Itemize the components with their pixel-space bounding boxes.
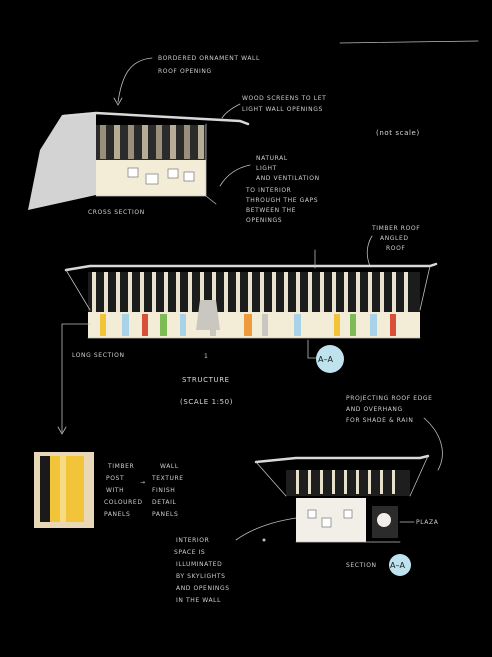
svg-text:NATURAL: NATURAL (256, 155, 288, 162)
long-section-roof (64, 262, 438, 272)
screens-note-line-1: WOOD SCREENS TO LET (242, 95, 326, 102)
svg-text:IN THE WALL: IN THE WALL (176, 597, 221, 604)
svg-text:OPENINGS: OPENINGS (246, 217, 282, 224)
svg-text:SPACE IS: SPACE IS (174, 549, 205, 556)
svg-text:WITH: WITH (106, 487, 124, 494)
svg-text:DETAIL: DETAIL (152, 499, 176, 506)
interior-leader (235, 517, 297, 541)
svg-text:TEXTURE: TEXTURE (151, 475, 184, 482)
cross-section-shadow (28, 112, 96, 210)
svg-text:AND VENTILATION: AND VENTILATION (256, 175, 320, 182)
bottom-section-label: SECTION (346, 562, 377, 569)
cross-section-outline (95, 123, 217, 205)
svg-text:COLOURED: COLOURED (104, 499, 143, 506)
interior-notes: INTERIOR SPACE IS ILLUMINATED BY SKYLIGH… (174, 537, 230, 604)
svg-text:ILLUMINATED: ILLUMINATED (176, 561, 222, 568)
svg-text:BETWEEN THE: BETWEEN THE (246, 207, 296, 214)
overhang-note-line-2: AND OVERHANG (346, 406, 403, 413)
section-marker-b-circle-icon (389, 554, 411, 576)
overhang-note-line-1: PROJECTING ROOF EDGE (346, 395, 433, 402)
section-marker-label: A–A (318, 355, 333, 364)
cross-section-label: CROSS SECTION (88, 209, 145, 216)
bottom-section-outline (255, 455, 429, 543)
ventilation-leader (219, 164, 251, 187)
scale-bracket-note: (not scale) (376, 129, 420, 137)
roof-note-line-2: ANGLED (380, 235, 409, 242)
plaza-note: PLAZA (416, 519, 439, 526)
long-section-screens (92, 272, 408, 312)
svg-text:LIGHT: LIGHT (256, 165, 277, 172)
long-section-drawing: LONG SECTION (64, 249, 438, 359)
long-section-panels (100, 314, 396, 336)
detail-notes-right: WALL TEXTURE FINISH DETAIL PANELS (151, 463, 184, 518)
ornament-note-line-1: BORDERED ORNAMENT WALL (158, 55, 260, 62)
svg-text:TIMBER: TIMBER (107, 463, 134, 470)
svg-text:FINISH: FINISH (152, 487, 175, 494)
section-marker-circle-icon (316, 345, 344, 373)
overhang-note-line-3: FOR SHADE & RAIN (346, 417, 413, 424)
scale-note: (SCALE 1:50) (180, 398, 233, 406)
overhang-leader (423, 417, 443, 471)
cross-section-screens (100, 125, 204, 159)
cross-section-roof (62, 111, 250, 126)
svg-text:INTERIOR: INTERIOR (176, 537, 209, 544)
bottom-section-roof (254, 454, 430, 464)
bottom-section-screens (296, 470, 395, 494)
roof-note-line-1: TIMBER ROOF (371, 225, 420, 232)
svg-text:THROUGH THE GAPS: THROUGH THE GAPS (245, 197, 318, 204)
cross-section-frames (127, 167, 195, 185)
detail-leader (61, 323, 91, 433)
detail-arrow: → (140, 479, 146, 486)
ornament-leader-arrow (113, 97, 123, 106)
detail-leader-arrow (57, 426, 67, 435)
section-marker-leader (307, 339, 317, 359)
cross-section-drawing: CROSS SECTION (28, 111, 250, 216)
svg-text:TO INTERIOR: TO INTERIOR (245, 187, 291, 194)
bottom-section-opening (377, 513, 391, 527)
ventilation-notes: NATURAL LIGHT AND VENTILATION TO INTERIO… (245, 155, 320, 224)
svg-text:BY SKYLIGHTS: BY SKYLIGHTS (176, 573, 226, 580)
screens-note-line-2: LIGHT WALL OPENINGS (242, 106, 323, 113)
panel-detail-drawing (34, 452, 94, 528)
structure-note: STRUCTURE (182, 376, 230, 384)
ornament-leader (117, 57, 153, 103)
bottom-section-clerestory (286, 470, 410, 496)
interior-leader-dot (262, 538, 266, 542)
svg-text:PANELS: PANELS (104, 511, 130, 518)
detail-panel-highlight (60, 456, 66, 522)
header-rule (339, 40, 479, 44)
svg-text:AND OPENINGS: AND OPENINGS (176, 585, 230, 592)
center-tick: 1 (204, 353, 208, 360)
long-section-label: LONG SECTION (72, 352, 125, 359)
svg-text:PANELS: PANELS (152, 511, 178, 518)
ornament-note-line-2: ROOF OPENING (158, 68, 212, 75)
long-section-entrance (196, 300, 220, 330)
svg-text:WALL: WALL (160, 463, 179, 470)
roof-note-leader (366, 235, 373, 267)
screens-leader (221, 103, 241, 119)
detail-post (40, 456, 50, 522)
section-marker-b-label: A–A (390, 561, 405, 570)
svg-text:POST: POST (106, 475, 124, 482)
detail-notes-left: TIMBER POST WITH COLOURED PANELS (104, 463, 143, 518)
bottom-section-frames (307, 509, 353, 528)
detail-panel (50, 456, 84, 522)
long-section-outline (65, 265, 431, 339)
roof-note-line-3: ROOF (386, 245, 405, 252)
bottom-section-drawing (254, 454, 430, 543)
